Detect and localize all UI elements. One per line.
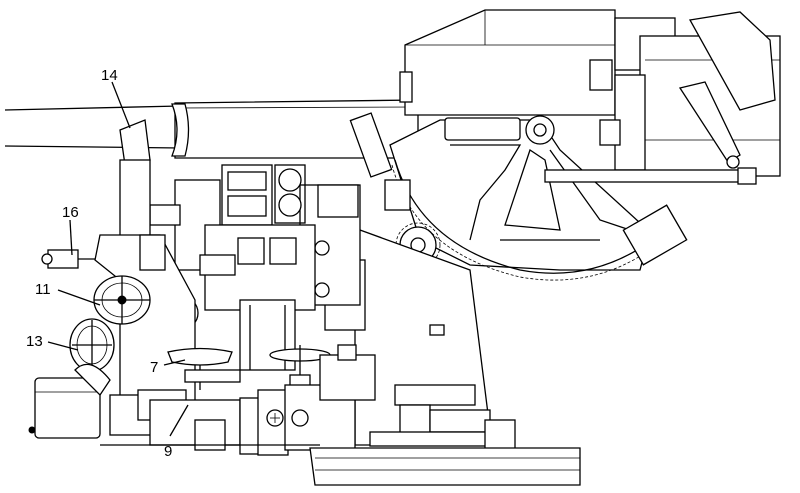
leader-9 [169, 404, 189, 437]
base-platform [100, 444, 581, 486]
component-16 [41, 249, 95, 269]
gun-barrel [4, 99, 419, 159]
elevating-arc [389, 115, 757, 281]
callout-7: 7 [150, 359, 158, 376]
callout-11: 11 [35, 281, 51, 298]
left-motor [28, 363, 111, 439]
callout-13: 13 [26, 333, 43, 350]
leader-lines [47, 81, 189, 437]
side-box [319, 344, 376, 401]
handwheel-lower [69, 318, 115, 372]
callout-16: 16 [62, 204, 79, 221]
leader-16 [69, 219, 73, 256]
leader-7 [163, 359, 186, 366]
callout-9: 9 [164, 443, 172, 460]
handwheel-upper [93, 275, 151, 325]
left-frame [94, 119, 196, 436]
callout-14: 14 [101, 67, 118, 84]
leader-14 [111, 81, 131, 129]
breech-housing [399, 9, 781, 177]
leader-11 [57, 289, 101, 306]
leader-13 [47, 341, 79, 351]
